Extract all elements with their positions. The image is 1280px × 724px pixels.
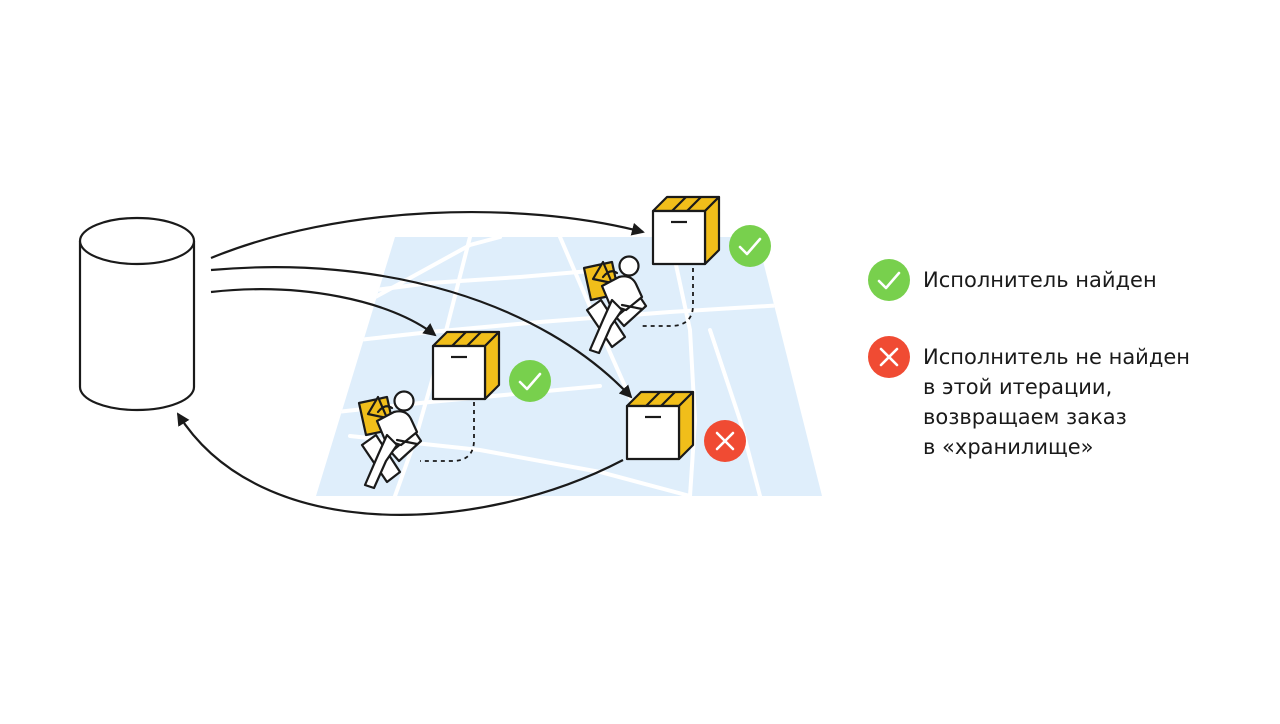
map-road xyxy=(668,237,698,496)
checkmark-icon xyxy=(509,360,551,402)
cross-icon xyxy=(868,336,910,378)
storage-cylinder-icon xyxy=(78,216,196,412)
legend-found-text: Исполнитель найден xyxy=(923,259,1157,295)
map-road xyxy=(708,328,762,496)
map-road xyxy=(393,237,472,496)
legend-line: в «хранилище» xyxy=(923,435,1094,459)
legend-not-found-text: Исполнитель не найден в этой итерации, в… xyxy=(923,336,1190,462)
checkmark-icon xyxy=(868,259,910,301)
order-box-found-2 xyxy=(431,330,501,401)
legend-line: в этой итерации, xyxy=(923,375,1113,399)
order-box-not-found xyxy=(625,390,695,461)
legend-line: Исполнитель не найден xyxy=(923,345,1191,369)
legend-found: Исполнитель найден xyxy=(868,259,1157,301)
arrow-to-order-1 xyxy=(210,210,645,260)
map-surface xyxy=(316,237,822,496)
arrow-to-order-3 xyxy=(210,266,633,399)
arrow-return-to-storage xyxy=(176,412,624,516)
legend-not-found: Исполнитель не найден в этой итерации, в… xyxy=(868,336,1190,462)
cross-icon xyxy=(704,420,746,462)
courier-route-2 xyxy=(420,402,475,462)
legend-line: Исполнитель найден xyxy=(923,268,1157,292)
courier-route-1 xyxy=(640,268,694,327)
map-road xyxy=(338,302,802,344)
arrow-to-order-2 xyxy=(210,288,437,337)
order-box-found-1 xyxy=(651,195,721,266)
legend-line: возвращаем заказ xyxy=(923,405,1127,429)
courier-with-backpack-icon xyxy=(357,390,423,490)
checkmark-icon xyxy=(729,225,771,267)
courier-with-backpack-icon xyxy=(582,255,648,355)
city-map xyxy=(316,237,822,496)
